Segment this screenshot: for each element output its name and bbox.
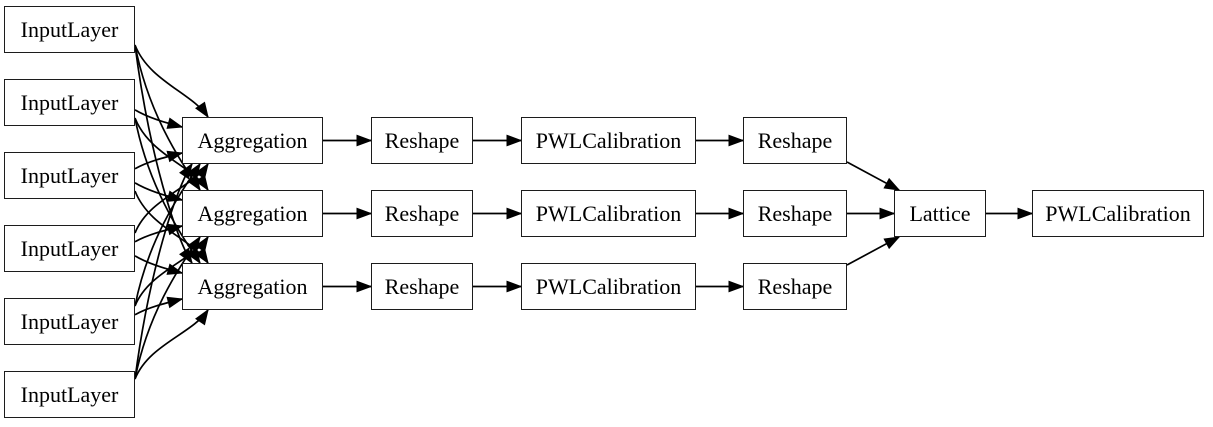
edge-rsA2-pwl2-arrowhead (506, 280, 523, 293)
edge-in2-agg2-arrowhead (195, 247, 209, 265)
edge-rsA0-pwl0-arrowhead (506, 134, 523, 147)
edge-pwl1-rsB1-arrowhead (728, 207, 745, 220)
node-inputlayer-in4: InputLayer (4, 298, 135, 345)
node-inputlayer-in2: InputLayer (4, 152, 135, 199)
edge-in5-agg2-arrowhead (195, 308, 209, 326)
edge-in4-agg2-arrowhead (166, 296, 184, 309)
node-inputlayer-in1: InputLayer (4, 79, 135, 126)
node-lattice-lattice: Lattice (894, 190, 986, 237)
edge-in5-agg1-arrowhead (187, 235, 201, 253)
node-pwlcalibration-pwl0: PWLCalibration (521, 117, 696, 164)
node-reshape-rsA2: Reshape (371, 263, 473, 310)
edge-in5-agg0-arrowhead (179, 162, 193, 180)
edge-agg1-rsA1-arrowhead (356, 207, 373, 220)
edge-in3-agg1-arrowhead (166, 223, 184, 236)
edge-in4-agg1-arrowhead (195, 235, 209, 253)
edge-in1-agg1-arrowhead (195, 174, 209, 192)
edge-rsB0-lattice-arrowhead (883, 177, 901, 191)
node-reshape-rsB2: Reshape (743, 263, 847, 310)
node-aggregation-agg0: Aggregation (182, 117, 323, 164)
edge-in0-agg0-arrowhead (195, 101, 209, 119)
edge-in3-agg0-arrowhead (195, 162, 209, 180)
edge-in5-agg2 (134, 309, 209, 380)
edge-rsB2-lattice-arrowhead (883, 236, 901, 250)
node-reshape-rsB0: Reshape (743, 117, 847, 164)
edge-in2-agg0-arrowhead (166, 150, 184, 163)
node-reshape-rsA0: Reshape (371, 117, 473, 164)
edge-in4-agg0-arrowhead (187, 162, 201, 180)
node-pwlcalibration-out: PWLCalibration (1032, 190, 1204, 237)
node-aggregation-agg2: Aggregation (182, 263, 323, 310)
edge-rsA1-pwl1-arrowhead (506, 207, 523, 220)
edge-lattice-out-arrowhead (1017, 207, 1034, 220)
node-inputlayer-in0: InputLayer (4, 6, 135, 53)
edge-pwl0-rsB0-arrowhead (728, 134, 745, 147)
node-inputlayer-in5: InputLayer (4, 371, 135, 418)
edge-in0-agg0 (134, 44, 209, 118)
edge-pwl2-rsB2-arrowhead (728, 280, 745, 293)
node-pwlcalibration-pwl2: PWLCalibration (521, 263, 696, 310)
node-reshape-rsA1: Reshape (371, 190, 473, 237)
node-pwlcalibration-pwl1: PWLCalibration (521, 190, 696, 237)
edge-rsB1-lattice-arrowhead (879, 207, 896, 220)
edge-agg2-rsA2-arrowhead (356, 280, 373, 293)
edge-in1-agg0-arrowhead (166, 117, 184, 129)
node-reshape-rsB1: Reshape (743, 190, 847, 237)
edge-agg0-rsA0-arrowhead (356, 134, 373, 147)
node-inputlayer-in3: InputLayer (4, 225, 135, 272)
node-aggregation-agg1: Aggregation (182, 190, 323, 237)
